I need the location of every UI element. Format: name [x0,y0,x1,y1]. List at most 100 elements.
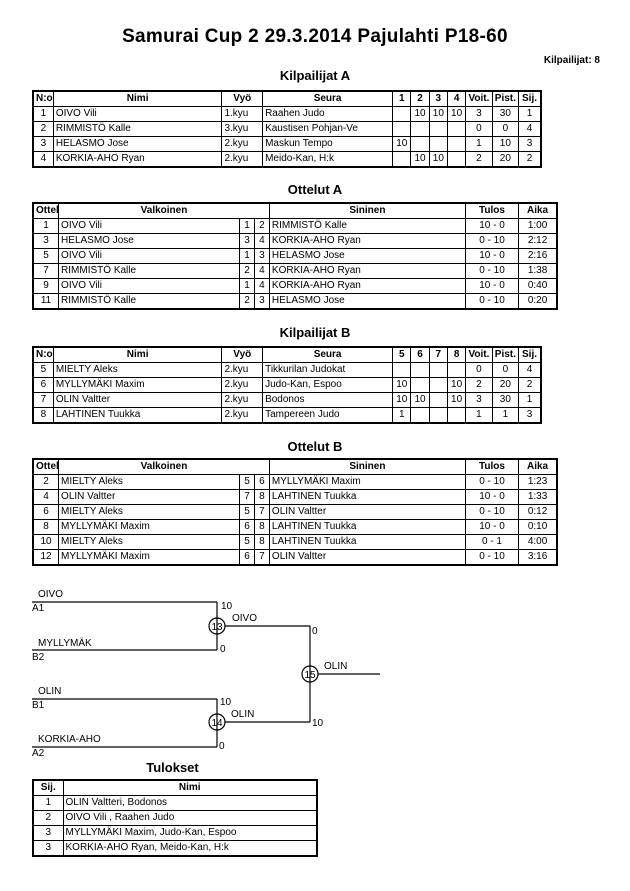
cell: 1 [465,407,493,424]
cell: KORKIA-AHO Ryan [268,233,466,249]
cell: 0:20 [518,293,558,310]
results-heading: Tulokset [146,760,199,775]
cell: 3 [32,840,64,857]
competitor-count: Kilpailijat: 8 [543,55,600,66]
cell: OIVO Vili [52,106,223,122]
cell: 2 [239,263,255,279]
col-wins: Voit. [465,346,493,363]
col-club: Seura [262,346,394,363]
cell: MYLLYMÄKI Maxim, Judo-Kan, Espoo [62,825,318,841]
cell: 1 [32,218,60,234]
cell: KORKIA-AHO Ryan [268,263,466,279]
cell: 10 [410,151,430,168]
cell: 1:00 [518,218,558,234]
cell: Raahen Judo [262,106,394,122]
cell: 6 [32,504,60,520]
cell: 0 - 10 [464,549,520,566]
table-row: 3 MYLLYMÄKI Maxim, Judo-Kan, Espoo [32,825,318,841]
cell [428,377,448,393]
cell: 10 - 0 [464,218,520,234]
col-blue: Sininen [268,458,466,475]
cell: 2:12 [518,233,558,249]
cell: 3:16 [518,549,558,566]
cell: 2 [32,810,64,826]
cell: 10 [446,377,467,393]
cell: OLIN Valtter [58,489,241,505]
cell [410,362,430,378]
cell: 7 [253,549,270,566]
cell: 4 [253,263,270,279]
cell: 0 [491,121,520,137]
cell: OIVO Vili , Raahen Judo [62,810,318,826]
cell: 9 [32,278,60,294]
cell: 10 [428,106,448,122]
bracket-diagram: OIVO A1 10 MYLLYMÄK B2 0 13 OIVO 0 OLIN … [32,589,380,759]
cell: 3 [465,106,493,122]
cell: 0 [465,121,493,137]
cell: 20 [491,151,520,168]
col-match: Ottelu [32,202,60,219]
col-rank: Sij. [518,346,542,363]
table-row: 7 RIMMISTÖ Kalle 2 4 KORKIA-AHO Ryan 0 -… [32,263,558,279]
matches-a-table: Ottelu Valkoinen Sininen Tulos Aika 1 OI… [32,202,558,310]
col-time: Aika [518,458,558,475]
semi1-top-name: OIVO [38,589,63,600]
cell [446,121,467,137]
cell: 10 - 0 [464,489,520,505]
cell: 3.kyu [221,121,264,137]
col-blue: Sininen [268,202,466,219]
cell: 12 [32,549,60,566]
cell: 2:16 [518,248,558,264]
col-wins: Voit. [465,90,493,107]
cell [410,136,430,152]
cell: Maskun Tempo [262,136,394,152]
cell: Kaustisen Pohjan-Ve [262,121,394,137]
col-vs-5: 5 [392,346,412,363]
cell: 7 [32,392,54,408]
cell: HELASMO Jose [268,293,466,310]
table-row: 5 MIELTY Aleks 2.kyu Tikkurilan Judokat … [32,362,542,378]
cell: 1 [239,218,255,234]
cell: 1 [518,392,542,408]
cell: 7 [253,504,270,520]
table-header-row: N:o Nimi Vyö Seura 5 6 7 8 Voit. Pist. S… [32,346,542,363]
table-header-row: N:o Nimi Vyö Seura 1 2 3 4 Voit. Pist. S… [32,90,542,107]
semi1-winner-score: 0 [312,626,318,637]
cell: 10 [428,151,448,168]
cell: HELASMO Jose [58,233,241,249]
cell: Meido-Kan, H:k [262,151,394,168]
col-match: Ottelu [32,458,60,475]
cell: 0 [465,362,493,378]
table-row: 4 KORKIA-AHO Ryan 2.kyu Meido-Kan, H:k 1… [32,151,542,168]
cell: 1 [239,278,255,294]
cell: 2 [253,218,270,234]
cell: 0 - 1 [464,534,520,550]
cell [428,392,448,408]
cell: LAHTINEN Tuukka [268,534,466,550]
semi2-bottom-seed: A2 [32,748,45,759]
col-belt: Vyö [221,90,264,107]
cell: 1 [32,795,64,811]
competitors-b-table: N:o Nimi Vyö Seura 5 6 7 8 Voit. Pist. S… [32,346,542,424]
cell [428,407,448,424]
cell: 0:12 [518,504,558,520]
cell [446,151,467,168]
table-row: 2 OIVO Vili , Raahen Judo [32,810,318,826]
cell: 4 [253,278,270,294]
cell [392,106,412,122]
cell: LAHTINEN Tuukka [268,489,466,505]
cell: 4 [32,489,60,505]
cell: 8 [253,534,270,550]
cell: 0 - 10 [464,504,520,520]
cell: OLIN Valtter [268,504,466,520]
cell: 2 [518,377,542,393]
cell: 7 [32,263,60,279]
col-no: N:o [32,346,54,363]
semi1-bottom-name: MYLLYMÄK [38,637,92,649]
cell: MIELTY Aleks [58,504,241,520]
final-match-no: 15 [304,670,316,681]
cell: 1 [32,106,54,122]
cell: 5 [239,474,255,490]
cell: 5 [239,504,255,520]
cell: 10 [410,106,430,122]
